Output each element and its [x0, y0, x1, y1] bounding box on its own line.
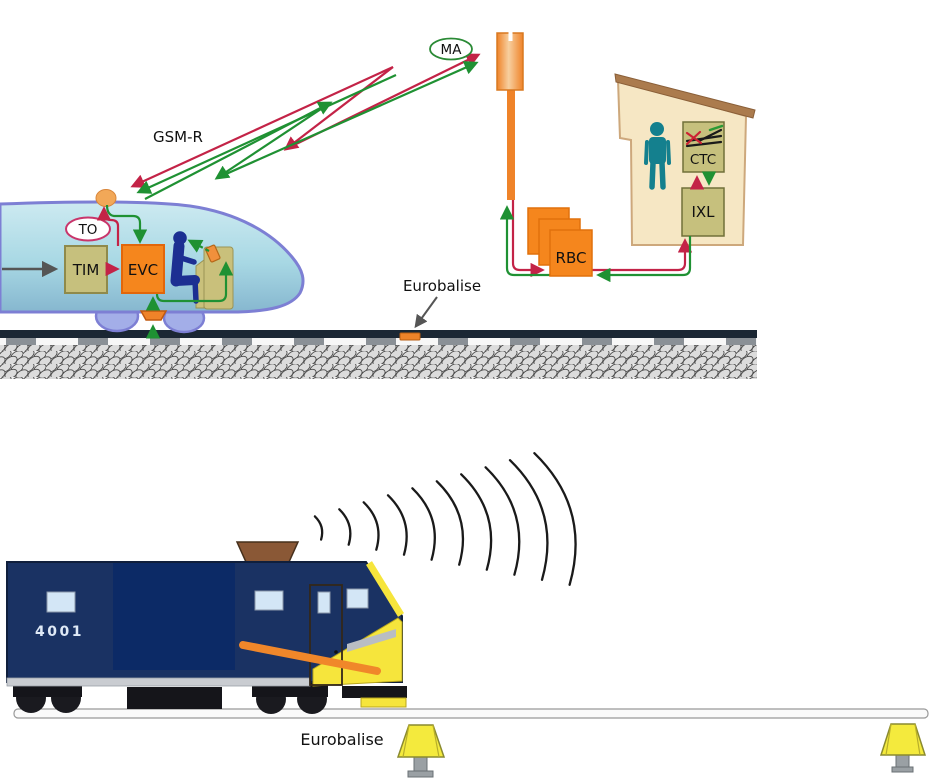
- orange-handrail: [239, 641, 381, 675]
- onboard-arrows: [2, 204, 234, 339]
- cab-door: [309, 584, 343, 686]
- etcs-architecture-diagram: GSM-R MA: [0, 31, 757, 379]
- to-badge: TO: [65, 216, 111, 242]
- windshield-stripe: [347, 629, 396, 652]
- cab-window: [46, 591, 76, 613]
- skirt-strip: [6, 677, 311, 687]
- balise-shell: [879, 723, 927, 756]
- gsm-r-link-arrows: [130, 53, 481, 200]
- balise-base: [891, 766, 914, 773]
- nose-yellow-band: [366, 561, 404, 617]
- ixl-box: IXL: [681, 187, 725, 237]
- eurobalise-pointer-arrow: [414, 296, 438, 329]
- tim-label: TIM: [72, 261, 100, 279]
- rail: [0, 330, 757, 338]
- balise-stem: [413, 756, 428, 773]
- ctc-ixl-arrows: [689, 171, 717, 190]
- operator-icon: [644, 122, 671, 190]
- front-buffer: [342, 686, 407, 698]
- building-roof: [614, 73, 756, 119]
- ballast: [0, 344, 757, 379]
- loco-centre-panel: [113, 563, 235, 670]
- radio-mast: [496, 31, 524, 200]
- eurobalise-top: Eurobalise: [399, 277, 481, 341]
- lineside-data-links: [499, 200, 693, 283]
- evc-label: EVC: [128, 261, 158, 279]
- balise-base: [407, 770, 434, 778]
- ctc-label: CTC: [690, 152, 716, 168]
- etcs-train: TIM EVC TO: [0, 189, 305, 339]
- eurobalise-bottom-label: Eurobalise: [300, 730, 383, 749]
- mast-pole: [507, 88, 515, 200]
- track-ballast: [0, 330, 757, 379]
- locomotive: 4001: [6, 541, 407, 714]
- door-handle: [334, 650, 338, 654]
- rbc-label: RBC: [556, 249, 587, 267]
- cab-window: [254, 590, 284, 611]
- ixl-label: IXL: [691, 203, 715, 221]
- front-pilot-step: [360, 697, 407, 708]
- balise-shell: [396, 724, 446, 758]
- roof-antenna: [95, 189, 117, 207]
- driver-icon: [170, 231, 200, 304]
- eurobalise-top-label: Eurobalise: [403, 277, 481, 295]
- eurobalise-unit: [399, 332, 421, 341]
- ma-label: MA: [441, 42, 463, 58]
- control-centre-building: CTC IXL: [614, 73, 756, 246]
- sleepers: [6, 338, 756, 345]
- exhaust-stack: [235, 541, 300, 563]
- track-bar: [13, 708, 929, 719]
- gsm-r-label: GSM-R: [153, 128, 203, 146]
- windows: [46, 588, 369, 614]
- fuel-tank: [127, 687, 222, 709]
- bogie-frame: [13, 683, 82, 697]
- evc-box: EVC: [121, 244, 165, 294]
- mast-antenna-panel: [496, 32, 524, 91]
- balise-stem: [895, 754, 910, 769]
- eurobalise-2: [879, 723, 927, 773]
- dmi-screen: [205, 244, 221, 263]
- balise-antenna: [139, 310, 168, 321]
- rbc-stack: RBC: [527, 207, 593, 277]
- ma-badge: MA: [429, 37, 473, 61]
- tim-box: TIM: [64, 245, 108, 294]
- radio-waves-icon: [313, 452, 577, 586]
- to-label: TO: [78, 222, 98, 238]
- eurobalise-telegram-diagram: 4001 Eurobalise: [6, 452, 929, 778]
- loco-number: 4001: [35, 624, 84, 640]
- door-window: [317, 591, 331, 614]
- ctc-box: CTC: [682, 121, 725, 173]
- cab-window: [346, 588, 369, 609]
- bogie-frame: [252, 683, 328, 697]
- track-switch-icon: [685, 124, 724, 148]
- eurobalise-1: [396, 724, 446, 778]
